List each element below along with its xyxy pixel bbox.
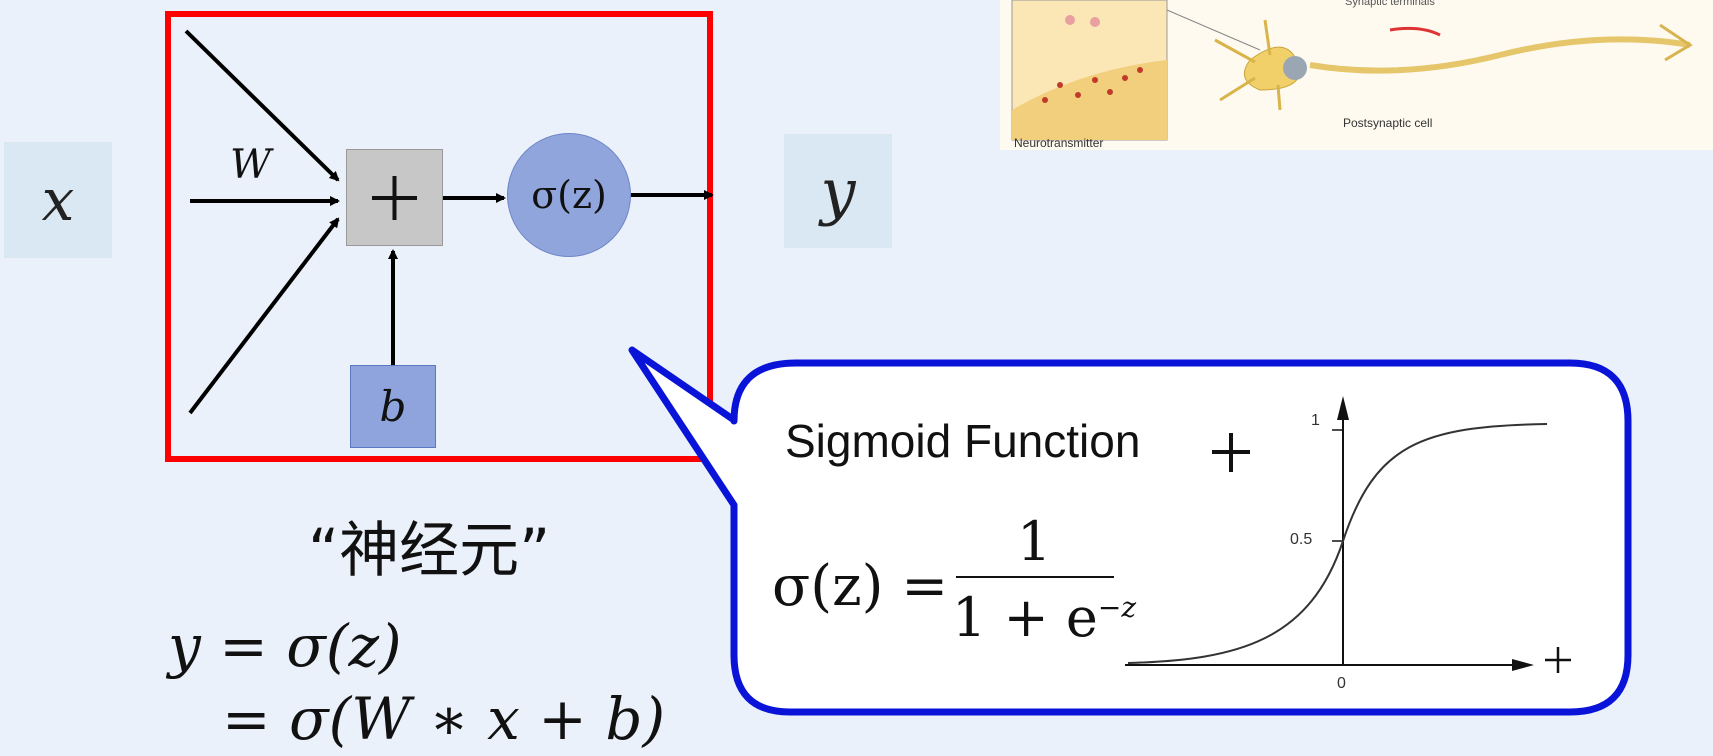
bias-label: b bbox=[379, 382, 407, 431]
bias-box: b bbox=[350, 365, 436, 448]
x-tick-0: 0 bbox=[1337, 675, 1346, 692]
plot-x-arrow bbox=[1512, 659, 1534, 671]
plus-icon-title bbox=[1212, 433, 1250, 472]
formula-numerator: 1 bbox=[1017, 510, 1052, 573]
equation-line-2: = σ(W ∗ x + b) bbox=[222, 685, 666, 753]
neuron-caption: “神经元” bbox=[308, 516, 551, 586]
activation-node: σ(z) bbox=[507, 133, 631, 257]
formula-exponent: −z bbox=[1097, 591, 1137, 624]
output-y-label: y bbox=[784, 134, 892, 248]
plus-icon-axis bbox=[1545, 647, 1571, 673]
fraction-bar bbox=[956, 576, 1114, 578]
input-arrow-bottom bbox=[188, 217, 340, 415]
synaptic-terminals-label: Synaptic terminals bbox=[1345, 0, 1435, 8]
input-x-label: x bbox=[4, 142, 112, 258]
summation-box bbox=[346, 149, 443, 246]
biological-neuron-image: Synaptic terminals Postsynaptic cell Neu… bbox=[1000, 0, 1713, 150]
neuron-frame bbox=[165, 11, 713, 462]
activation-label: σ(z) bbox=[531, 173, 607, 217]
y-tick-1: 1 bbox=[1311, 412, 1320, 429]
sigmoid-title: Sigmoid Function bbox=[785, 415, 1141, 467]
equation-line-1: y = σ(z) bbox=[168, 612, 402, 680]
input-arrow-top bbox=[184, 29, 340, 182]
postsynaptic-cell-label: Postsynaptic cell bbox=[1343, 116, 1433, 130]
sigmoid-curve bbox=[1127, 423, 1548, 664]
plot-y-arrow bbox=[1337, 396, 1349, 420]
plus-icon bbox=[372, 176, 417, 220]
formula-lhs: σ(z) = bbox=[772, 554, 949, 619]
neurotransmitter-label: Neurotransmitter bbox=[1014, 136, 1104, 150]
formula-denominator: 1 + e−z bbox=[952, 586, 1137, 649]
y-tick-0-5: 0.5 bbox=[1290, 531, 1313, 548]
weight-label: W bbox=[230, 142, 272, 188]
neuron-illustration bbox=[1000, 0, 1713, 150]
